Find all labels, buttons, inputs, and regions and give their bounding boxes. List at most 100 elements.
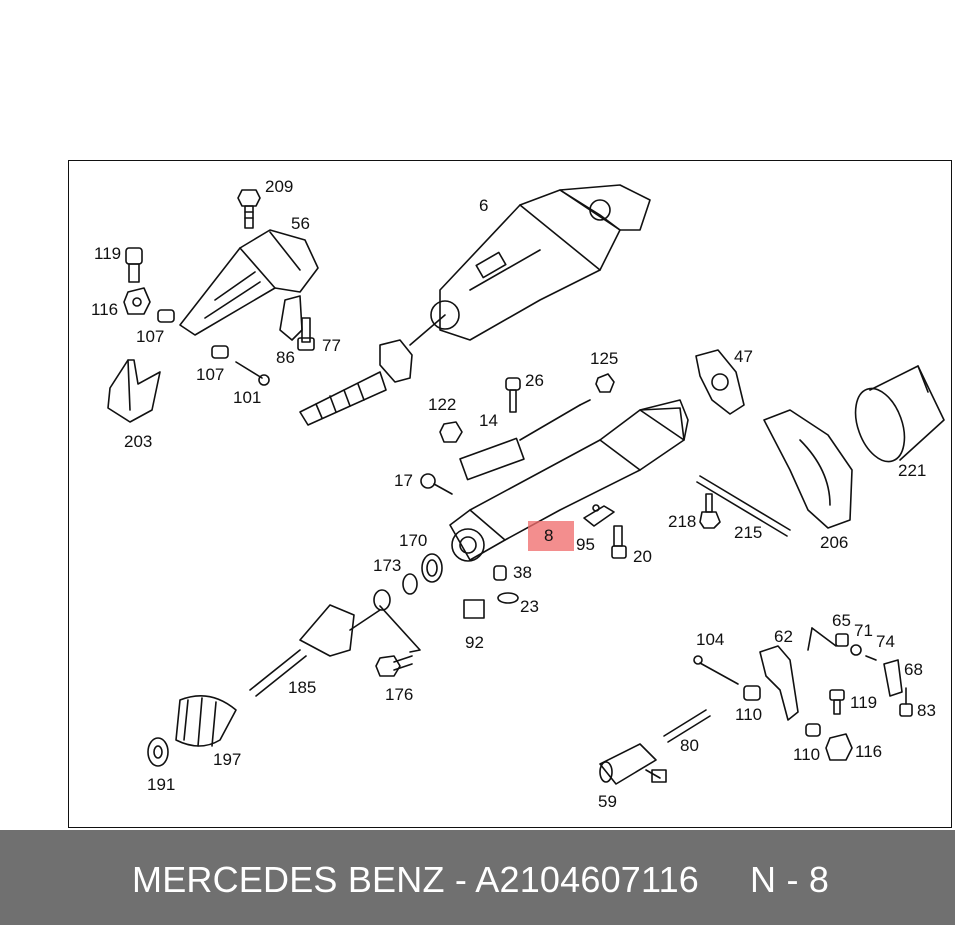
part-74-pin [865, 655, 877, 661]
callout-6: 6 [479, 196, 489, 215]
callout-206: 206 [820, 533, 849, 552]
part-218-screw [699, 493, 721, 529]
part-110-plug [743, 685, 761, 701]
part-38-plug [493, 565, 507, 581]
part-23-clip [497, 592, 519, 604]
part-56-bracket [179, 229, 319, 336]
part-206-panel [763, 409, 853, 529]
callout-107: 107 [136, 327, 165, 346]
part-83-screw [899, 687, 913, 717]
callout-71: 71 [854, 621, 873, 640]
callout-125: 125 [590, 349, 619, 368]
footer-position: N - 8 [750, 859, 830, 900]
part-110-plug-b [805, 723, 821, 737]
part-71-washer [850, 644, 862, 656]
callout-65: 65 [832, 611, 851, 630]
callout-218: 218 [668, 512, 697, 531]
callout-86: 86 [276, 348, 295, 367]
part-191-washer [147, 737, 169, 767]
part-125-nut [595, 373, 615, 393]
footer-caption: MERCEDES BENZ - A2104607116 N - 8 [132, 860, 829, 900]
part-221-cover [854, 365, 945, 463]
part-197-boot [175, 694, 237, 747]
part-26-screw [505, 377, 521, 413]
callout-122: 122 [428, 395, 457, 414]
callout-215: 215 [734, 523, 763, 542]
part-47-bracket [695, 349, 745, 415]
callout-77: 77 [322, 336, 341, 355]
callout-185: 185 [288, 678, 317, 697]
callout-116-b: 116 [855, 742, 883, 761]
part-116-nut-b [825, 733, 853, 761]
callout-221: 221 [898, 461, 927, 480]
callout-197: 197 [213, 750, 242, 769]
parts-diagram-drawing [107, 184, 945, 785]
part-119-screw-b [829, 689, 845, 715]
part-68-block [883, 659, 903, 697]
part-116-nut [123, 287, 151, 315]
part-203-bracket [107, 359, 161, 423]
part-176-bolt [375, 655, 413, 677]
diagram-frame [68, 160, 952, 828]
part-77-screw [297, 317, 315, 351]
callout-110: 110 [735, 705, 763, 724]
part-92-block [463, 599, 485, 619]
callout-80: 80 [680, 736, 699, 755]
callout-8: 8 [544, 526, 554, 545]
part-101-bolt [235, 361, 270, 386]
callout-95: 95 [576, 535, 595, 554]
callout-14: 14 [479, 411, 498, 430]
callout-119: 119 [94, 244, 122, 263]
part-86-clip [279, 295, 303, 341]
callout-23: 23 [520, 597, 539, 616]
callout-191: 191 [147, 775, 176, 794]
part-209-bolt [237, 189, 261, 229]
callout-20: 20 [633, 547, 652, 566]
part-8-column-jacket [449, 399, 689, 562]
part-95-plate [583, 504, 615, 527]
callout-101: 101 [233, 388, 262, 407]
part-80-rod [663, 709, 711, 743]
callout-56: 56 [291, 214, 310, 233]
callout-47: 47 [734, 347, 753, 366]
part-65-nut [835, 633, 849, 647]
callout-104: 104 [696, 630, 725, 649]
part-107-sleeve-b [211, 345, 229, 359]
part-215-strap [696, 475, 791, 537]
part-119-screw [125, 247, 143, 283]
callout-107-b: 107 [196, 365, 225, 384]
footer-gap [699, 859, 750, 900]
part-173-ring [402, 573, 418, 595]
part-59-motor [599, 743, 667, 785]
callout-38: 38 [513, 563, 532, 582]
callout-26: 26 [525, 371, 544, 390]
footer-separator: - [444, 859, 476, 900]
callout-176: 176 [385, 685, 414, 704]
callout-209: 209 [265, 177, 294, 196]
callout-170: 170 [399, 531, 428, 550]
callout-92: 92 [465, 633, 484, 652]
callout-59: 59 [598, 792, 617, 811]
part-20-screw [611, 525, 627, 559]
part-170-ring [421, 553, 443, 583]
callout-68: 68 [904, 660, 923, 679]
highlight-marker [528, 521, 574, 551]
callout-62: 62 [774, 627, 793, 646]
callout-83: 83 [917, 701, 936, 720]
part-122-nut [439, 421, 463, 443]
part-17-bolt [420, 473, 453, 495]
callout-17: 17 [394, 471, 413, 490]
part-107-sleeve [157, 309, 175, 323]
callout-119-b: 119 [850, 693, 878, 712]
part-6-steering-column [379, 184, 651, 383]
part-62-bracket [759, 627, 837, 721]
part-14-switch [459, 399, 591, 481]
footer-brand: MERCEDES BENZ [132, 859, 445, 900]
callout-203: 203 [124, 432, 153, 451]
footer-bar: MERCEDES BENZ - A2104607116 N - 8 [0, 830, 955, 925]
part-185-shaft [249, 589, 391, 697]
part-column-bellows [299, 371, 387, 426]
callout-74: 74 [876, 632, 895, 651]
callout-173: 173 [373, 556, 402, 575]
footer-part-number: A2104607116 [475, 859, 700, 900]
